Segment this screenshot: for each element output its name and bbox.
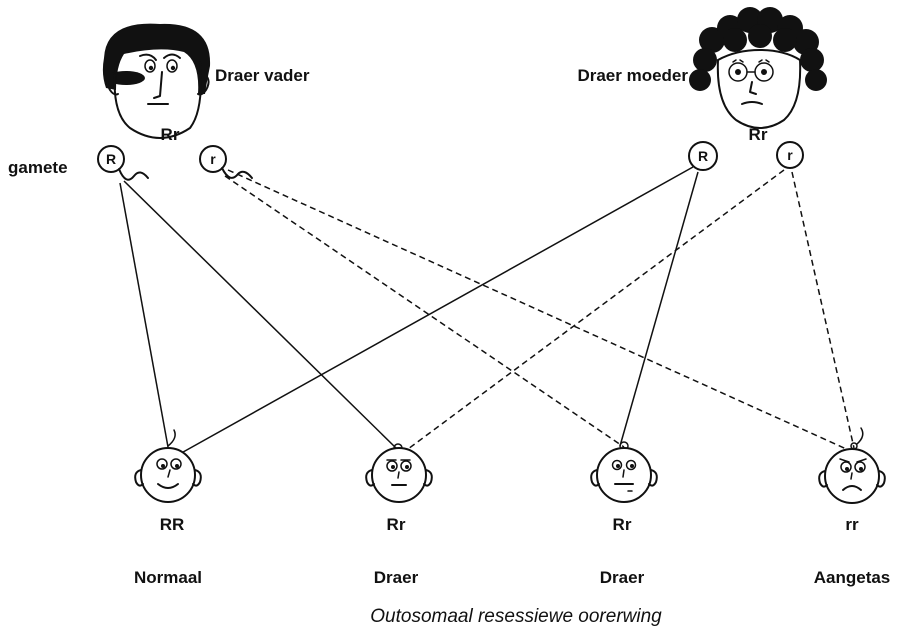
father-gamete-r: r bbox=[199, 145, 253, 179]
line-mother-R-to-child-RR bbox=[175, 166, 694, 457]
gamete-label: gamete bbox=[8, 158, 68, 177]
father-gamete-R-letter: R bbox=[106, 151, 116, 167]
mother-gamete-R-letter: R bbox=[698, 148, 708, 164]
offspring-2-phenotype: Draer bbox=[374, 568, 419, 587]
line-mother-R-to-child-Rr-2 bbox=[619, 171, 699, 447]
line-mother-r-to-child-Rr-1 bbox=[403, 169, 785, 453]
offspring-1-genotype: RR bbox=[160, 515, 185, 534]
diagram-caption: Outosomaal resessiewe oorerwing bbox=[370, 606, 662, 627]
inheritance-lines bbox=[119, 166, 855, 457]
baby-neutral-face-icon bbox=[590, 441, 658, 503]
mother-gamete-r-letter: r bbox=[787, 147, 793, 163]
offspring-1: RR Normaal bbox=[134, 429, 202, 587]
offspring-3-genotype: Rr bbox=[613, 515, 632, 534]
father-figure: Draer vader Rr bbox=[102, 23, 310, 144]
offspring-1-phenotype: Normaal bbox=[134, 568, 202, 587]
father-face-icon bbox=[102, 23, 211, 139]
mother-genotype: Rr bbox=[749, 125, 768, 144]
offspring-4-genotype: rr bbox=[845, 515, 859, 534]
line-father-R-to-child-RR bbox=[119, 182, 169, 448]
father-gamete-r-letter: r bbox=[210, 151, 216, 167]
offspring-4-phenotype: Aangetas bbox=[814, 568, 891, 587]
mother-gamete-R: R bbox=[688, 141, 718, 171]
offspring-2: Rr Draer bbox=[365, 443, 433, 587]
mother-gamete-r: r bbox=[776, 141, 804, 169]
offspring-2-genotype: Rr bbox=[387, 515, 406, 534]
line-father-r-to-child-Rr-2 bbox=[224, 175, 625, 448]
line-mother-r-to-child-rr bbox=[791, 171, 855, 449]
offspring-3: Rr Draer bbox=[590, 441, 658, 587]
mother-title: Draer moeder bbox=[577, 66, 688, 85]
baby-sad-face-icon bbox=[818, 427, 886, 504]
offspring-4: rr Aangetas bbox=[814, 427, 891, 587]
offspring-3-phenotype: Draer bbox=[600, 568, 645, 587]
father-genotype: Rr bbox=[161, 125, 180, 144]
father-title: Draer vader bbox=[215, 66, 310, 85]
baby-smiling-face-icon bbox=[134, 429, 202, 503]
baby-neutral-face-icon bbox=[365, 443, 433, 503]
mother-figure: Draer moeder bbox=[577, 7, 827, 144]
father-gamete-R: R bbox=[97, 145, 149, 181]
mother-face-icon bbox=[689, 7, 827, 129]
line-father-r-to-child-rr bbox=[227, 169, 854, 453]
line-father-R-to-child-Rr-1 bbox=[123, 180, 397, 449]
